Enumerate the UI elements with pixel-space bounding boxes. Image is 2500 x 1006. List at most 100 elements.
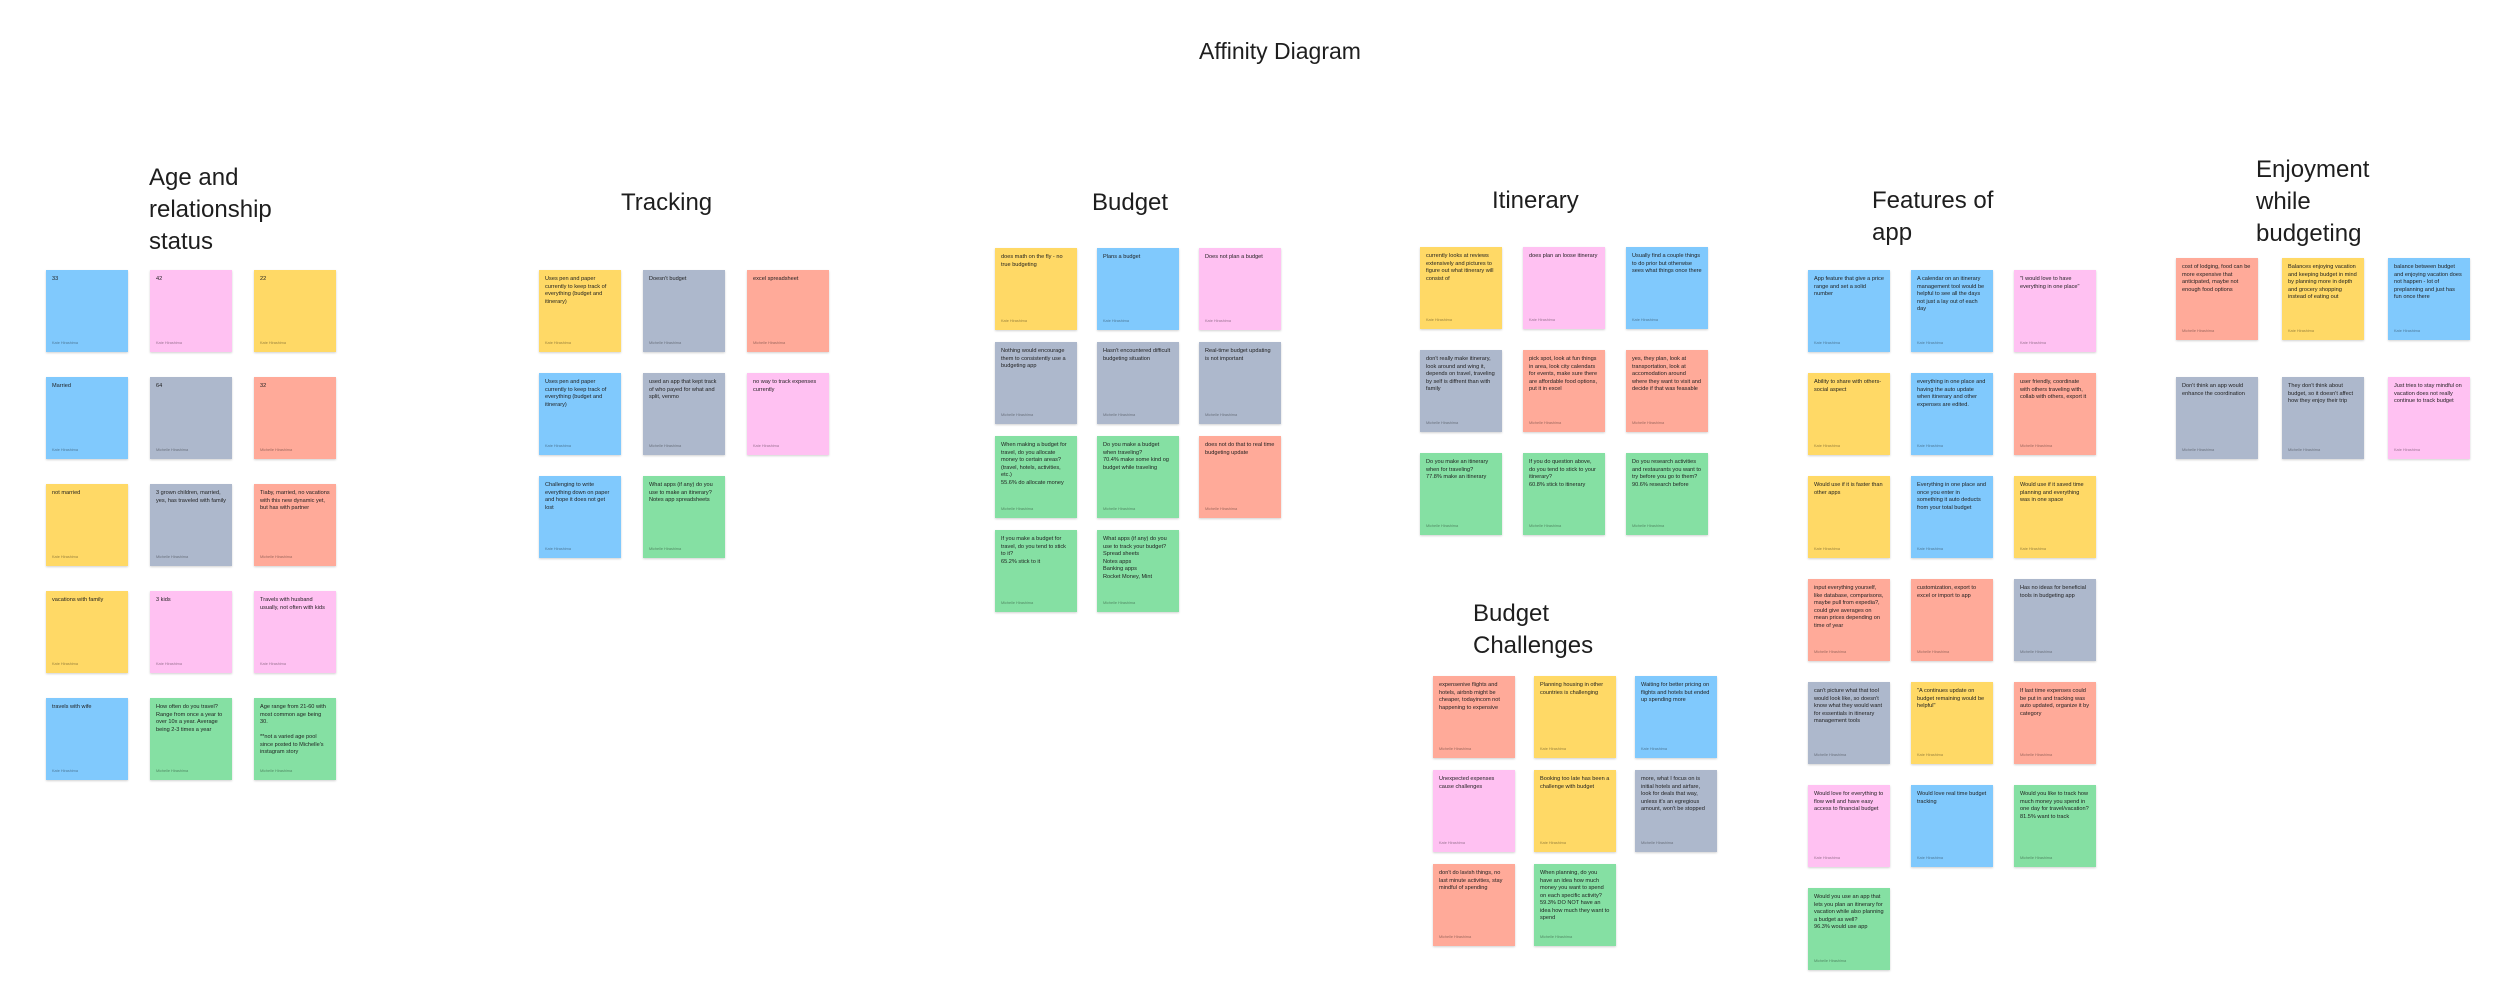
sticky-note-text: Real-time budget updating is not importa… <box>1205 348 1271 362</box>
sticky-note-age[interactable]: 3 grown children, married, yes, has trav… <box>150 484 232 566</box>
sticky-note-features[interactable]: Has no ideas for beneficial tools in bud… <box>2014 579 2096 661</box>
sticky-note-text: Would you use an app that lets you plan … <box>1814 894 1884 931</box>
sticky-note-author: Michelle Hirashima <box>260 447 293 452</box>
sticky-note-budget[interactable]: Do you make a budget when traveling? 70.… <box>1097 436 1179 518</box>
sticky-note-age[interactable]: Tiaby, married, no vacations with this n… <box>254 484 336 566</box>
sticky-note-author: Kate Hirashima <box>2020 546 2046 551</box>
sticky-note-tracking[interactable]: Uses pen and paper currently to keep tra… <box>539 270 621 352</box>
sticky-note-budget[interactable]: Real-time budget updating is not importa… <box>1199 342 1281 424</box>
sticky-note-author: Michelle Hirashima <box>649 546 682 551</box>
sticky-note-author: Kate Hirashima <box>1001 318 1027 323</box>
sticky-note-challenges[interactable]: When planning, do you have an idea how m… <box>1534 864 1616 946</box>
sticky-note-tracking[interactable]: used an app that kept track of who payed… <box>643 373 725 455</box>
sticky-note-author: Michelle Hirashima <box>1001 600 1034 605</box>
sticky-note-age[interactable]: Travels with husband usually, not often … <box>254 591 336 673</box>
sticky-note-enjoyment[interactable]: They don't think about budget, so it doe… <box>2282 377 2364 459</box>
sticky-note-author: Kate Hirashima <box>1529 317 1555 322</box>
sticky-note-budget[interactable]: When making a budget for travel, do you … <box>995 436 1077 518</box>
sticky-note-itinerary[interactable]: Usually find a couple things to do prior… <box>1626 247 1708 329</box>
sticky-note-text: not married <box>52 490 81 496</box>
sticky-note-features[interactable]: user friendly, coordinate with others tr… <box>2014 373 2096 455</box>
sticky-note-itinerary[interactable]: Do you make an itinerary when for travel… <box>1420 453 1502 535</box>
sticky-note-challenges[interactable]: expensenive flights and hotels, airbnb m… <box>1433 676 1515 758</box>
sticky-note-author: Kate Hirashima <box>1814 855 1840 860</box>
sticky-note-features[interactable]: everything in one place and having the a… <box>1911 373 1993 455</box>
sticky-note-features[interactable]: "I would love to have everything in one … <box>2014 270 2096 352</box>
sticky-note-author: Michelle Hirashima <box>2020 649 2053 654</box>
sticky-note-budget[interactable]: does not do that to real time budgeting … <box>1199 436 1281 518</box>
sticky-note-features[interactable]: "A continues update on budget remaining … <box>1911 682 1993 764</box>
sticky-note-tracking[interactable]: Uses pen and paper currently to keep tra… <box>539 373 621 455</box>
sticky-note-tracking[interactable]: What apps (if any) do you use to make an… <box>643 476 725 558</box>
sticky-note-tracking[interactable]: Challenging to write everything down on … <box>539 476 621 558</box>
sticky-note-author: Michelle Hirashima <box>2182 447 2215 452</box>
sticky-note-challenges[interactable]: more, what I focus on is initial hotels … <box>1635 770 1717 852</box>
sticky-note-budget[interactable]: Hasn't encountered difficult budgeting s… <box>1097 342 1179 424</box>
sticky-note-features[interactable]: A calendar on an itinerary management to… <box>1911 270 1993 352</box>
sticky-note-author: Kate Hirashima <box>1917 546 1943 551</box>
sticky-note-budget[interactable]: does math on the fly - no true budgeting… <box>995 248 1077 330</box>
sticky-note-text: Has no ideas for beneficial tools in bud… <box>2020 585 2086 599</box>
sticky-note-text: everything in one place and having the a… <box>1917 379 1986 408</box>
sticky-note-features[interactable]: customization, export to excel or import… <box>1911 579 1993 661</box>
sticky-note-features[interactable]: input everything yourself, like database… <box>1808 579 1890 661</box>
sticky-note-itinerary[interactable]: Do you research activities and restauran… <box>1626 453 1708 535</box>
sticky-note-features[interactable]: Ability to share with others- social asp… <box>1808 373 1890 455</box>
sticky-note-enjoyment[interactable]: Just tries to stay mindful on vacation d… <box>2388 377 2470 459</box>
sticky-note-features[interactable]: Everything in one place and once you ent… <box>1911 476 1993 558</box>
sticky-note-text: A calendar on an itinerary management to… <box>1917 276 1985 313</box>
sticky-note-author: Michelle Hirashima <box>156 554 189 559</box>
sticky-note-features[interactable]: can't picture what that tool would look … <box>1808 682 1890 764</box>
sticky-note-text: cost of lodging, food can be more expens… <box>2182 264 2251 293</box>
sticky-note-enjoyment[interactable]: Balances enjoying vacation and keeping b… <box>2282 258 2364 340</box>
sticky-note-itinerary[interactable]: don't really make itinerary, look around… <box>1420 350 1502 432</box>
sticky-note-budget[interactable]: What apps (if any) do you use to track y… <box>1097 530 1179 612</box>
sticky-note-enjoyment[interactable]: balance between budget and enjoying vaca… <box>2388 258 2470 340</box>
sticky-note-features[interactable]: App feature that give a price range and … <box>1808 270 1890 352</box>
sticky-note-enjoyment[interactable]: cost of lodging, food can be more expens… <box>2176 258 2258 340</box>
sticky-note-author: Michelle Hirashima <box>2288 447 2321 452</box>
sticky-note-features[interactable]: Would use if it saved time planning and … <box>2014 476 2096 558</box>
sticky-note-features[interactable]: Would you use an app that lets you plan … <box>1808 888 1890 970</box>
sticky-note-itinerary[interactable]: yes, they plan, look at transportation, … <box>1626 350 1708 432</box>
sticky-note-age[interactable]: Age range from 21-60 with most common ag… <box>254 698 336 780</box>
sticky-note-author: Kate Hirashima <box>1540 746 1566 751</box>
sticky-note-budget[interactable]: Nothing would encourage them to consiste… <box>995 342 1077 424</box>
sticky-note-features[interactable]: Would you like to track how much money y… <box>2014 785 2096 867</box>
sticky-note-author: Michelle Hirashima <box>649 443 682 448</box>
sticky-note-author: Kate Hirashima <box>156 661 182 666</box>
sticky-note-challenges[interactable]: Planning housing in other countries is c… <box>1534 676 1616 758</box>
sticky-note-features[interactable]: Would use if it is faster than other app… <box>1808 476 1890 558</box>
sticky-note-itinerary[interactable]: currently looks at reviews extensively a… <box>1420 247 1502 329</box>
sticky-note-features[interactable]: If last time expenses could be put in an… <box>2014 682 2096 764</box>
sticky-note-challenges[interactable]: don't do lavish things, no last minute a… <box>1433 864 1515 946</box>
sticky-note-features[interactable]: Would love for everything to flow well a… <box>1808 785 1890 867</box>
sticky-note-budget[interactable]: If you make a budget for travel, do you … <box>995 530 1077 612</box>
sticky-note-itinerary[interactable]: If you do question above, do you tend to… <box>1523 453 1605 535</box>
sticky-note-challenges[interactable]: Waiting for better pricing on flights an… <box>1635 676 1717 758</box>
sticky-note-challenges[interactable]: Booking too late has been a challenge wi… <box>1534 770 1616 852</box>
sticky-note-author: Michelle Hirashima <box>260 554 293 559</box>
sticky-note-enjoyment[interactable]: Don't think an app would enhance the coo… <box>2176 377 2258 459</box>
sticky-note-itinerary[interactable]: pick spot, look at fun things in area, l… <box>1523 350 1605 432</box>
sticky-note-age[interactable]: How often do you travel? Range from once… <box>150 698 232 780</box>
